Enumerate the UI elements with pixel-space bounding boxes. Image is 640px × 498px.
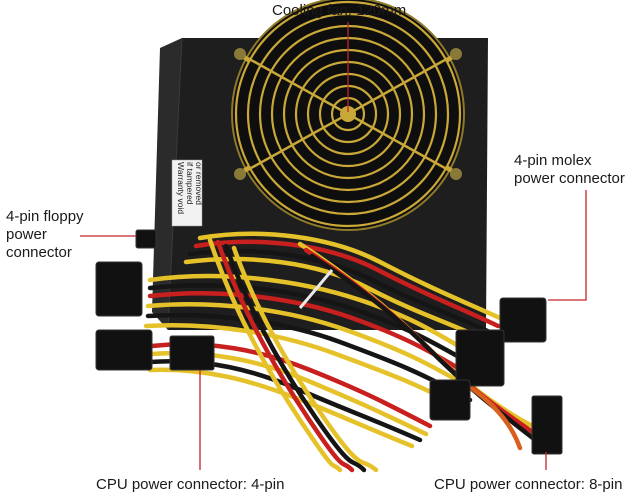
callout-lines (80, 22, 587, 470)
floppy-label-line-1: 4-pin floppy (6, 208, 84, 225)
floppy-connector (135, 229, 157, 249)
molex-callout-line (548, 190, 587, 301)
fan-screws (234, 48, 462, 180)
sticker-line-1: Warranty void (176, 162, 186, 214)
molex-label-line-1: 4-pin molex (514, 152, 592, 169)
cpu-8pin-connector (531, 395, 563, 455)
molex-callout-label: 4-pin molex power connector (514, 152, 625, 188)
floppy-callout-label: 4-pin floppy power connector (6, 208, 84, 262)
aux-connector (429, 379, 471, 421)
cpu8-callout-label: CPU power connector: 8-pin (434, 476, 622, 494)
sticker-line-3: or removed (194, 162, 204, 205)
sticker-line-2: if tampered (185, 162, 195, 205)
connectors (95, 229, 563, 455)
floppy-label-line-3: connector (6, 244, 72, 261)
fan-grill (231, 0, 465, 231)
cpu4-label-line-1: CPU power connector: 4-pin (96, 476, 285, 493)
cpu8-label-line-1: CPU power connector: 8-pin (434, 476, 623, 493)
sata-connector-bottom (95, 329, 153, 371)
sata-connector-top (95, 261, 143, 317)
cable-tie (298, 269, 334, 309)
fan-callout-label: Cooling fan: 120mm (272, 2, 406, 20)
molex-connector (499, 297, 547, 343)
fan-label-line-1: Cooling fan: 120mm (272, 2, 407, 19)
pcie-connector (455, 329, 505, 387)
molex-label-line-2: power connector (514, 170, 625, 187)
cpu-4pin-connector (169, 335, 215, 371)
cpu4-callout-label: CPU power connector: 4-pin (96, 476, 284, 494)
warranty-sticker: Warranty void if tampered or removed (171, 159, 204, 227)
floppy-label-line-2: power (6, 226, 47, 243)
